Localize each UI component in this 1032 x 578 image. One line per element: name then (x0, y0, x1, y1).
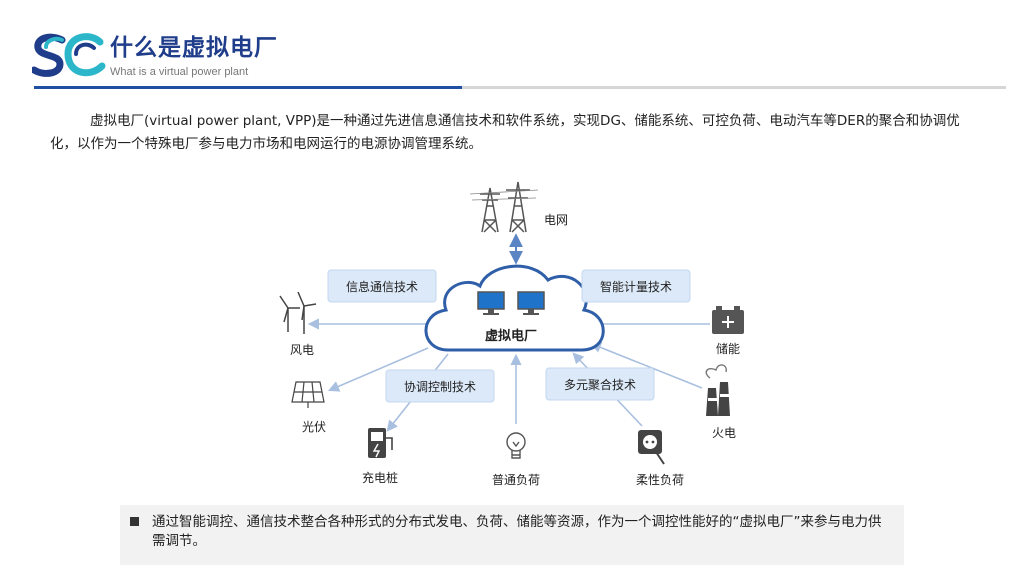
storage-label: 储能 (716, 341, 740, 356)
wind-label: 风电 (290, 343, 314, 357)
vpp-diagram: 电网 虚拟电厂 信息通信技术 智能计量技术 协调控制技术 多元聚合技术 风电 储… (279, 181, 744, 487)
vpp-center-label: 虚拟电厂 (485, 328, 537, 344)
thermal-label: 火电 (712, 426, 736, 440)
flexible-load-label: 柔性负荷 (636, 473, 684, 487)
vpp-cloud (424, 264, 605, 352)
bullet-square-icon (130, 517, 139, 526)
solar-label: 光伏 (302, 420, 326, 434)
tech-box-aggregation (545, 367, 655, 401)
solar-panel-icon (291, 381, 325, 408)
tech-box-coordination (385, 369, 495, 403)
tech-ict-label: 信息通信技术 (346, 279, 418, 294)
page-title: 什么是虚拟电厂 (110, 35, 278, 61)
header-rule-accent (34, 86, 462, 89)
header-rule (462, 86, 1006, 89)
transmission-tower-icon (469, 181, 539, 233)
light-bulb-icon (506, 432, 526, 459)
summary-note: 通过智能调控、通信技术整合各种形式的分布式发电、负荷、储能等资源，作为一个调控性… (120, 505, 904, 565)
tech-metering-label: 智能计量技术 (600, 279, 672, 294)
thermal-plant-icon (705, 364, 730, 416)
charging-pile-icon (368, 428, 393, 458)
summary-note-text: 通过智能调控、通信技术整合各种形式的分布式发电、负荷、储能等资源，作为一个调控性… (152, 514, 882, 549)
page-subtitle: What is a virtual power plant (110, 66, 249, 78)
tech-box-metering (581, 269, 691, 303)
tech-aggregation-label: 多元聚合技术 (564, 377, 636, 392)
arrow-solar (327, 347, 429, 392)
tech-box-ict (327, 269, 437, 303)
arrow-thermal (589, 342, 703, 389)
sc-logo (32, 33, 106, 77)
monitor-icon (517, 291, 545, 315)
battery-icon (712, 306, 744, 334)
wind-turbine-icon (279, 291, 317, 334)
tech-coordination-label: 协调控制技术 (404, 379, 476, 394)
monitor-icon (477, 291, 505, 315)
ordinary-load-label: 普通负荷 (492, 473, 540, 487)
grid-label: 电网 (544, 213, 568, 227)
intro-paragraph: 虚拟电厂(virtual power plant, VPP)是一种通过先进信息通… (50, 113, 960, 152)
charger-label: 充电桩 (362, 470, 398, 485)
smart-socket-icon (638, 430, 665, 465)
